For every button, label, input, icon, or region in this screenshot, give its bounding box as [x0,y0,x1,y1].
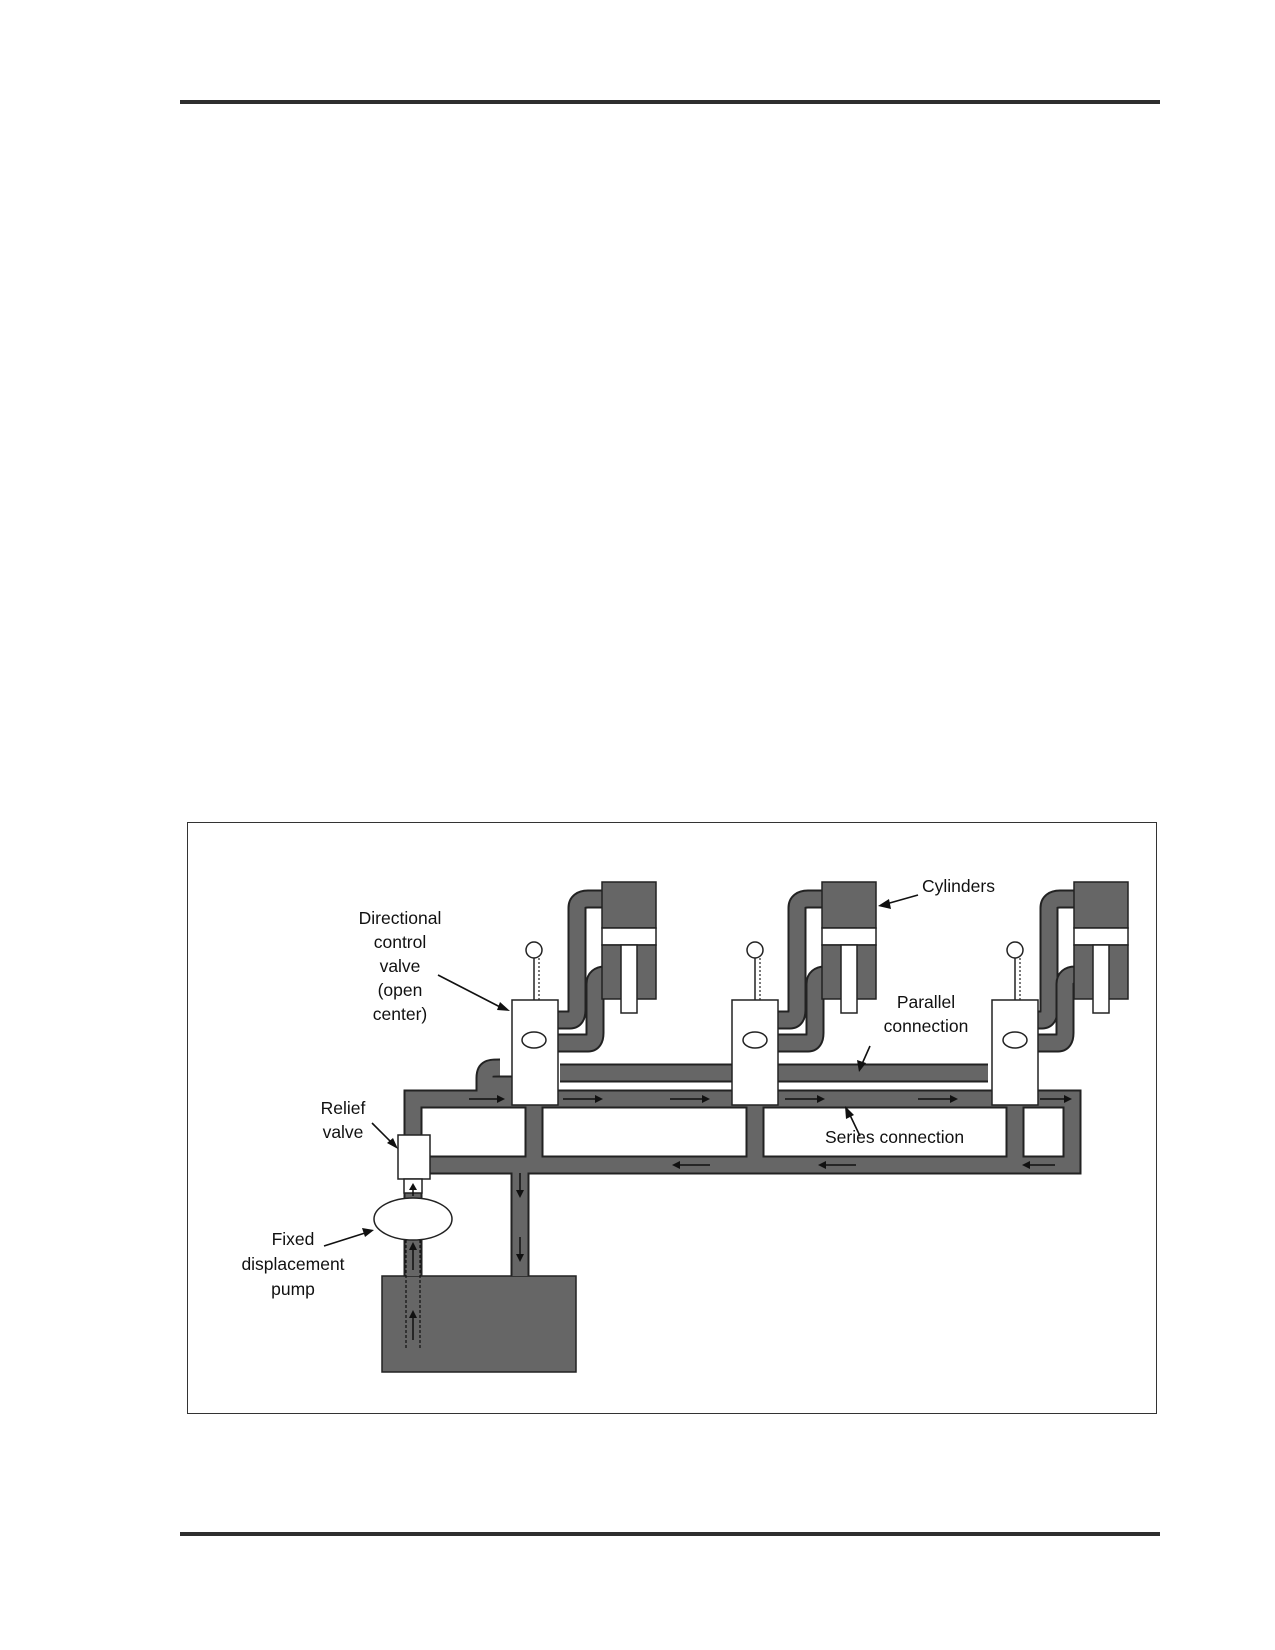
dcv-label-line5: center) [373,1004,427,1024]
dcv-label-line2: control [374,932,427,952]
series-label: Series connection [825,1127,964,1147]
cylinders-label: Cylinders [922,876,995,896]
directional-control-valve-3 [991,941,1039,1106]
cylinder-1 [601,881,657,1014]
reservoir-tank [381,1275,577,1373]
pump-label-line3: pump [271,1279,315,1299]
parallel-label-line2: connection [884,1016,969,1036]
dcv-label-line4: (open [378,980,423,1000]
pump-label-line2: displacement [241,1254,344,1274]
footer-rule [180,1532,1160,1536]
cylinder-2 [821,881,877,1014]
relief-label-line2: valve [323,1122,364,1142]
cylinder-3 [1073,881,1129,1014]
dcv-label-line3: valve [380,956,421,976]
relief-label-line1: Relief [321,1098,366,1118]
header-rule [180,100,1160,104]
cylinder-hoses [558,889,1080,1053]
directional-control-valve-1 [511,941,559,1106]
flow-arrows [409,1095,1072,1340]
figure-frame [187,822,1157,1414]
pump-label-line1: Fixed [272,1229,315,1249]
fixed-displacement-pump [373,1197,453,1350]
dcv-label-line1: Directional [359,908,442,928]
parallel-label-line1: Parallel [897,992,955,1012]
leader-lines [323,894,919,1247]
relief-valve [397,1134,431,1194]
directional-control-valve-2 [731,941,779,1106]
